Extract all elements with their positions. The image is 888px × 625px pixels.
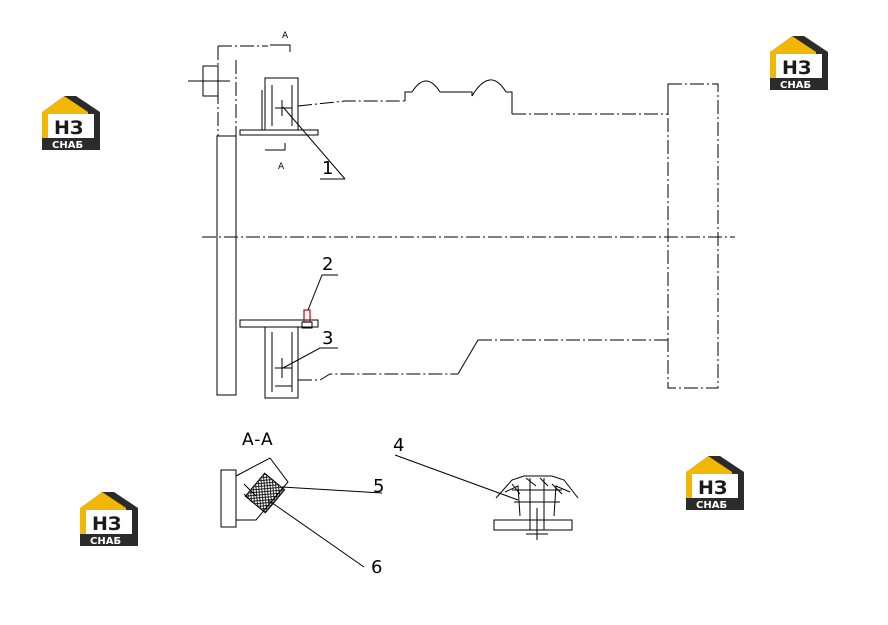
callout-5: 5 — [373, 476, 384, 497]
callout-2: 2 — [322, 254, 333, 275]
logo-left-upper: НЗ СНАБ — [42, 96, 100, 151]
section-a-a — [220, 457, 383, 568]
logo-text: СНАБ — [90, 536, 121, 547]
logo-text: СНАБ — [52, 140, 83, 151]
callout-1: 1 — [322, 158, 333, 179]
section-mark-lower: A — [278, 162, 285, 172]
logo-mark: НЗ — [92, 513, 121, 535]
logo-text: СНАБ — [780, 80, 811, 91]
callout-4: 4 — [393, 435, 404, 456]
main-view — [188, 44, 735, 399]
logo-left-lower: НЗ СНАБ — [80, 492, 138, 547]
logo-text: СНАБ — [696, 500, 727, 511]
callout-3: 3 — [322, 328, 333, 349]
callout-6: 6 — [371, 557, 382, 578]
logo-mark: НЗ — [782, 57, 811, 79]
logo-mark: НЗ — [54, 117, 83, 139]
logo-mark: НЗ — [698, 477, 727, 499]
section-title: A-A — [242, 430, 274, 450]
detail-4 — [394, 454, 579, 540]
section-mark-upper: A — [282, 31, 289, 41]
logo-right-lower: НЗ СНАБ — [686, 456, 744, 511]
logo-top-right: НЗ СНАБ — [770, 36, 828, 91]
